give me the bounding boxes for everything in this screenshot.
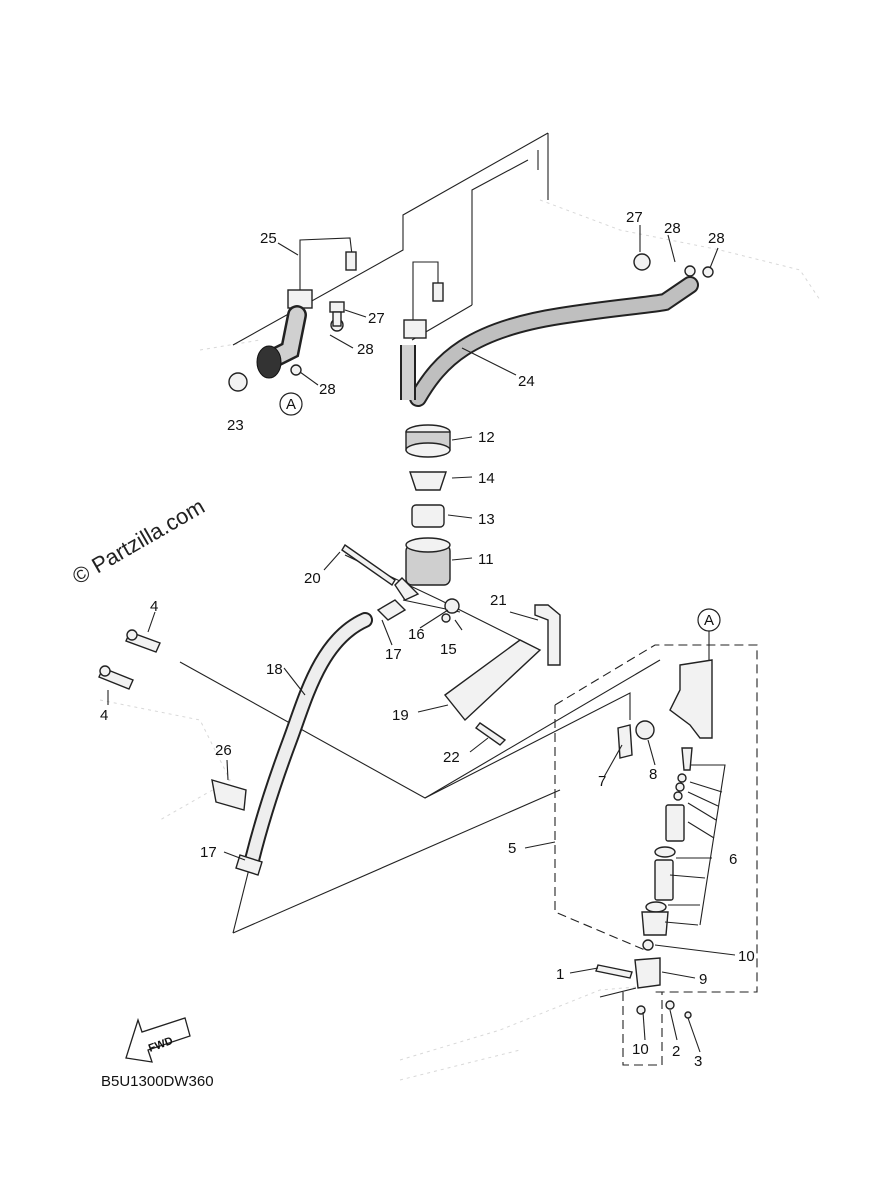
callout-4: 4	[100, 707, 108, 724]
callout-20: 20	[304, 570, 321, 587]
callout-15: 15	[440, 641, 457, 658]
leader-6	[664, 764, 726, 926]
hose-24	[400, 261, 699, 407]
master-cylinder	[595, 659, 713, 1019]
callout-3: 3	[694, 1053, 702, 1070]
ghost-outlines	[99, 199, 821, 1081]
callout-19: 19	[392, 707, 409, 724]
label-leaders	[107, 225, 736, 1053]
callout-28: 28	[319, 381, 336, 398]
ref-marker-a-right: A	[697, 608, 721, 660]
callout-17: 17	[385, 646, 402, 663]
hose-18	[235, 612, 373, 876]
small-parts	[98, 253, 714, 811]
callout-16: 16	[408, 626, 425, 643]
callout-labels: 25 27 28 28 23 24 27 28 28 12 14 13 11 2…	[100, 209, 755, 1070]
callout-28: 28	[708, 230, 725, 247]
callout-26: 26	[215, 742, 232, 759]
fwd-arrow: FWD	[125, 1017, 191, 1063]
hose-25	[256, 237, 357, 379]
callout-27: 27	[368, 310, 385, 327]
callout-4: 4	[150, 598, 158, 615]
callout-14: 14	[478, 470, 495, 487]
callout-8: 8	[649, 766, 657, 783]
ref-marker-label: A	[286, 396, 296, 413]
callout-5: 5	[508, 840, 516, 857]
callout-11: 11	[478, 551, 494, 568]
callout-28: 28	[664, 220, 681, 237]
callout-9: 9	[699, 971, 707, 988]
diagram-code: B5U1300DW360	[101, 1073, 214, 1090]
callout-10: 10	[738, 948, 755, 965]
ref-marker-label: A	[704, 612, 714, 629]
ref-marker-a-left: A	[279, 392, 303, 416]
callout-10: 10	[632, 1041, 649, 1058]
callout-25: 25	[260, 230, 277, 247]
callout-6: 6	[729, 851, 737, 868]
callout-2: 2	[672, 1043, 680, 1060]
callout-27: 27	[626, 209, 643, 226]
assembly-box-5	[554, 644, 758, 1066]
callout-7: 7	[598, 773, 606, 790]
callout-1: 1	[556, 966, 564, 983]
callout-12: 12	[478, 429, 495, 446]
callout-23: 23	[227, 417, 244, 434]
callout-13: 13	[478, 511, 495, 528]
callout-28: 28	[357, 341, 374, 358]
callout-21: 21	[490, 592, 507, 609]
callout-18: 18	[266, 661, 283, 678]
callout-17: 17	[200, 844, 217, 861]
reservoir-parts	[394, 424, 451, 601]
watermark: © Partzilla.com	[68, 494, 209, 590]
callout-24: 24	[518, 373, 535, 390]
connector-lines	[179, 132, 661, 934]
callout-22: 22	[443, 749, 460, 766]
